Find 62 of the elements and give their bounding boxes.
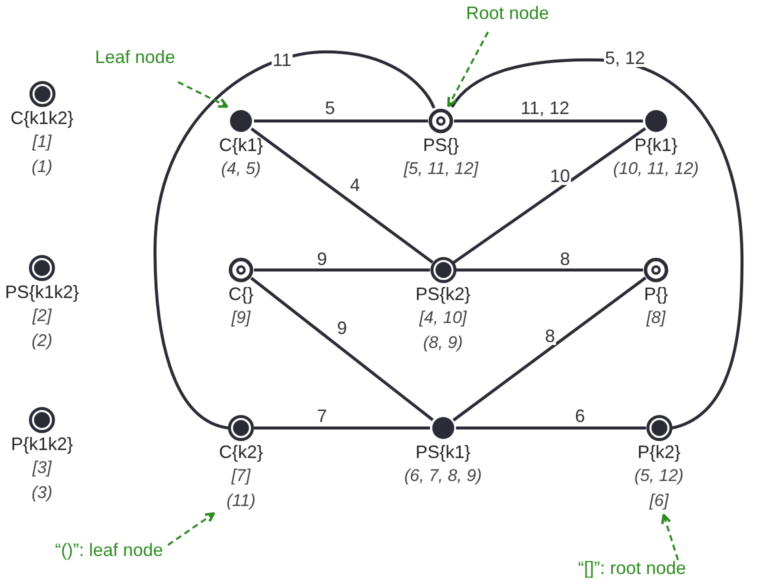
edge-line <box>452 127 646 264</box>
node-label: C{k1k2} <box>10 107 74 129</box>
node-index-list: (8, 9) <box>423 330 463 355</box>
edge-label: 11 <box>272 51 292 69</box>
leader-arrow <box>167 512 216 546</box>
edge-label: 8 <box>559 250 571 268</box>
edge-label: 10 <box>548 167 572 185</box>
node-index-list: (3) <box>32 480 52 505</box>
edge-label: 4 <box>349 176 361 194</box>
node-index-list: [9] <box>232 305 250 330</box>
edge-line <box>254 268 430 272</box>
edge-label: 11, 12 <box>520 99 570 117</box>
annotation-text: Leaf node <box>95 48 176 66</box>
annotation-text: Root node <box>466 4 550 22</box>
annotation-text: “()”: leaf node <box>55 541 164 559</box>
annotation-text: “[]”: root node <box>578 559 686 577</box>
node-index-list: [4, 10] <box>419 305 467 330</box>
node-index-list: (6, 7, 8, 9) <box>404 463 482 488</box>
node-index-list: (5, 12) <box>634 463 684 488</box>
edge-line <box>254 426 430 430</box>
edge-label: 6 <box>574 407 586 425</box>
leader-arrow <box>178 81 228 108</box>
edge-line <box>254 120 428 122</box>
node-index-list: [1] <box>32 129 52 154</box>
leader-arrow <box>447 32 489 108</box>
node-label: P{k1k2} <box>10 433 74 455</box>
node-index-list: [3] <box>32 455 52 480</box>
edge-line <box>154 50 436 430</box>
node-index-list: (10, 11, 12) <box>613 156 699 181</box>
node-index-list: [8] <box>646 305 666 330</box>
node-index-list: (1) <box>32 154 52 179</box>
node-index-list: (11) <box>226 488 256 513</box>
edge-line <box>450 58 744 430</box>
node-label: P{} <box>644 283 668 305</box>
node-index-list: (2) <box>32 328 52 353</box>
node-index-list: (4, 5) <box>221 156 261 181</box>
node-label: PS{k2} <box>415 283 471 305</box>
edge-label: 9 <box>316 250 328 268</box>
node-label: PS{k1} <box>415 441 471 463</box>
edge-label: 7 <box>316 407 328 425</box>
node-label: PS{k1k2} <box>4 281 80 303</box>
edge-line <box>454 120 643 122</box>
node-index-list: [5, 11, 12] <box>404 156 478 181</box>
node-index-list: [2] <box>32 303 52 328</box>
node-label: PS{} <box>422 134 460 156</box>
edge-line <box>456 268 643 272</box>
node-label: P{k2} <box>637 441 681 463</box>
leader-arrow <box>661 514 679 560</box>
edge-line <box>456 426 646 430</box>
node-label: C{} <box>228 283 254 305</box>
edge-label: 5, 12 <box>604 49 646 67</box>
edge-label: 9 <box>336 319 348 337</box>
node-label: P{k1} <box>634 134 678 156</box>
edge-label: 5 <box>324 99 336 117</box>
node-label: C{k2} <box>218 441 264 463</box>
node-label: C{k1} <box>218 134 264 156</box>
edge-label: 8 <box>544 327 556 345</box>
edge-line <box>250 128 434 264</box>
node-index-list: [7] <box>232 463 250 488</box>
node-index-list: [6] <box>650 488 668 513</box>
edge-line <box>452 276 646 422</box>
edge-line <box>250 276 434 422</box>
